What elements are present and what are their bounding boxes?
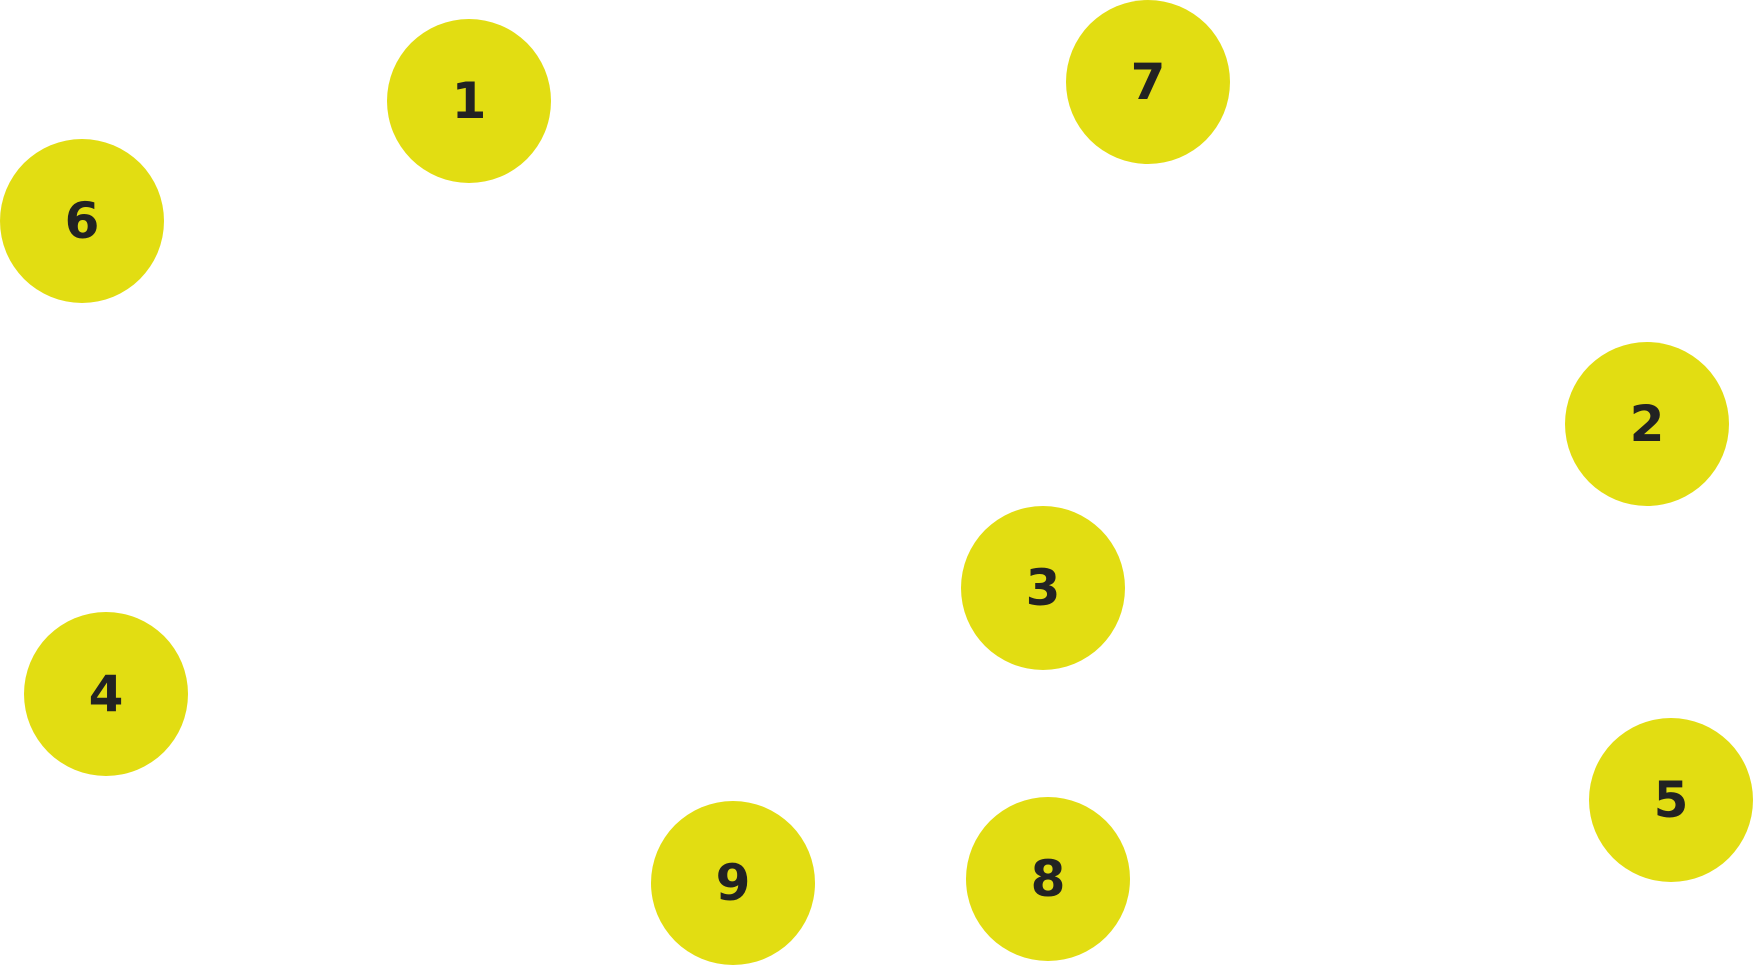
dot-5[interactable]: 5 xyxy=(1589,718,1753,882)
dot-4[interactable]: 4 xyxy=(24,612,188,776)
dot-label: 2 xyxy=(1629,395,1665,453)
dot-label: 1 xyxy=(451,72,487,130)
dot-label: 5 xyxy=(1653,771,1689,829)
dot-label: 6 xyxy=(64,192,100,250)
dot-label: 3 xyxy=(1025,559,1061,617)
dot-7[interactable]: 7 xyxy=(1066,0,1230,164)
dot-label: 8 xyxy=(1030,850,1066,908)
dot-3[interactable]: 3 xyxy=(961,506,1125,670)
dot-9[interactable]: 9 xyxy=(651,801,815,965)
dot-8[interactable]: 8 xyxy=(966,797,1130,961)
dot-label: 4 xyxy=(88,665,124,723)
dot-1[interactable]: 1 xyxy=(387,19,551,183)
dot-label: 7 xyxy=(1130,53,1166,111)
dot-6[interactable]: 6 xyxy=(0,139,164,303)
dot-label: 9 xyxy=(715,854,751,912)
dot-2[interactable]: 2 xyxy=(1565,342,1729,506)
